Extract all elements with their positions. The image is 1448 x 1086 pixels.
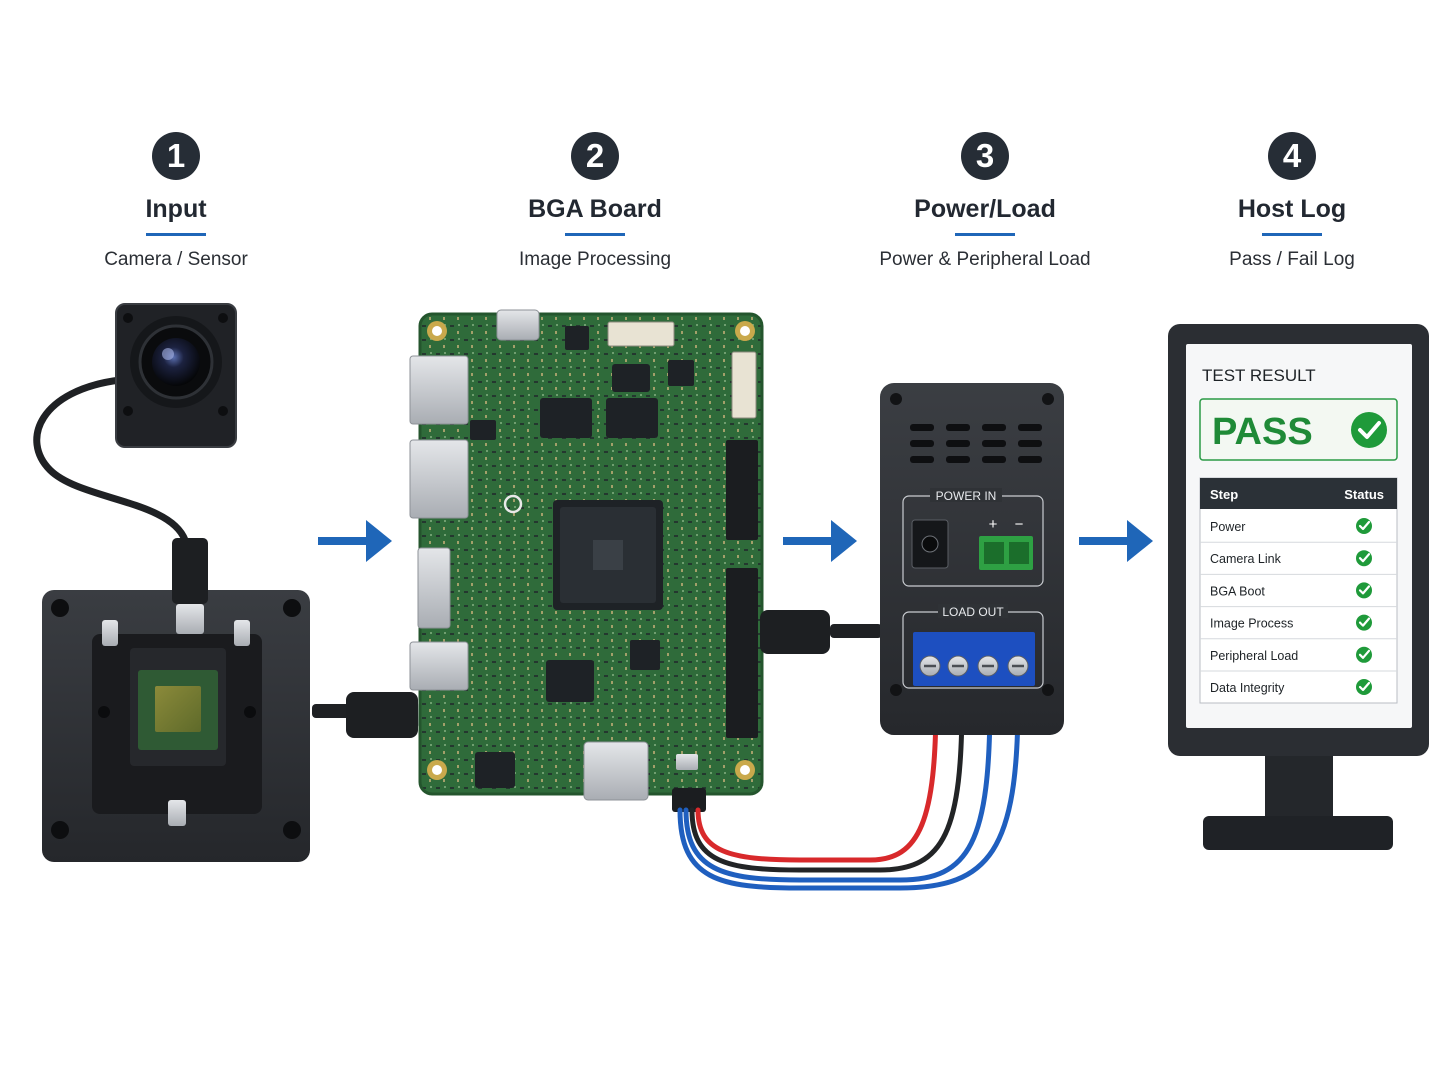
step-title: Input: [145, 195, 207, 223]
load-out-label: LOAD OUT: [942, 605, 1004, 619]
step-subtitle: Image Processing: [518, 249, 672, 270]
sensor-socket-board: [42, 538, 440, 862]
table-row: Image Process: [1200, 606, 1397, 631]
power-wires: [677, 697, 1021, 891]
minus-label: −: [1015, 516, 1024, 533]
row-step-label: Data Integrity: [1210, 681, 1285, 695]
check-circle-icon: [1351, 412, 1387, 448]
table-header-step: Step: [1210, 487, 1238, 502]
pass-result: PASS: [1212, 411, 1313, 453]
arrow-right-icon: [1079, 520, 1153, 562]
table-row: Camera Link: [1200, 541, 1397, 567]
row-step-label: Camera Link: [1210, 552, 1282, 566]
camera-module: [33, 303, 237, 544]
step-4: 4 Host Log Pass / Fail Log: [1132, 132, 1448, 272]
check-circle-icon: [1356, 518, 1372, 534]
check-circle-icon: [1356, 614, 1372, 631]
check-circle-icon: [1356, 646, 1372, 663]
row-step-label: Power: [1210, 520, 1245, 534]
plus-label: +: [989, 516, 998, 533]
check-circle-icon: [1356, 582, 1372, 599]
table-row: Power: [1210, 518, 1372, 534]
step-2: 2 BGA Board Image Processing: [435, 132, 755, 272]
row-step-label: BGA Boot: [1210, 584, 1265, 598]
table-row: Peripheral Load: [1200, 638, 1397, 663]
table-row: Data Integrity: [1200, 670, 1397, 695]
step-title: Host Log: [1237, 195, 1347, 223]
step-subtitle: Camera / Sensor: [104, 249, 248, 270]
step-number-badge: 4: [1268, 132, 1316, 180]
step-subtitle: Power & Peripheral Load: [879, 249, 1091, 270]
step-subtitle: Pass / Fail Log: [1229, 249, 1355, 270]
table-header-status: Status: [1344, 487, 1384, 502]
check-circle-icon: [1356, 679, 1372, 695]
test-result-heading: TEST RESULT: [1202, 366, 1316, 385]
step-3: 3 Power/Load Power & Peripheral Load: [825, 132, 1145, 272]
arrow-right-icon: [783, 520, 857, 562]
step-1: 1 Input Camera / Sensor: [16, 132, 336, 272]
arrow-right-icon: [318, 520, 392, 562]
step-title: Power/Load: [914, 195, 1056, 223]
title-underline: [955, 233, 1015, 236]
row-step-label: Peripheral Load: [1210, 649, 1298, 663]
bga-board: [409, 309, 882, 812]
step-title: BGA Board: [528, 195, 662, 223]
check-circle-icon: [1356, 550, 1372, 567]
step-number-badge: 1: [152, 132, 200, 180]
title-underline: [146, 233, 206, 236]
test-result-panel: TEST RESULT PASS Step Status PowerCamera…: [1199, 366, 1398, 704]
row-step-label: Image Process: [1210, 617, 1293, 631]
power-in-label: POWER IN: [936, 489, 997, 503]
table-row: BGA Boot: [1200, 573, 1397, 599]
title-underline: [1262, 233, 1322, 236]
step-number-badge: 2: [571, 132, 619, 180]
power-load-box: POWER IN + − LOAD OUT: [880, 383, 1064, 735]
title-underline: [565, 233, 625, 236]
step-number-badge: 3: [961, 132, 1009, 180]
